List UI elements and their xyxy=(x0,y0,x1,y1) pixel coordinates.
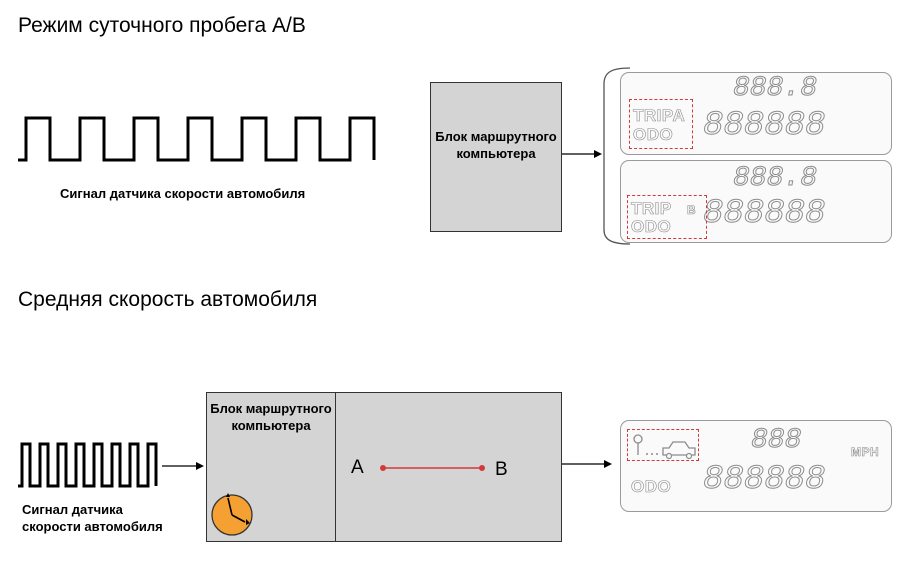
trip-computer-block-1-label: Блок маршрутного компьютера xyxy=(435,129,557,161)
section2-title: Средняя скорость автомобиля xyxy=(18,288,318,311)
point-a-label: A xyxy=(351,457,364,478)
average-speed-display: 888 MPH 888888 ODO xyxy=(620,420,892,512)
trip-a-label: TRIPA xyxy=(633,106,686,126)
trip-b-digits-bottom: 888888 xyxy=(702,195,826,234)
trip-b-digits-top: 888.8 xyxy=(732,163,818,195)
trip-b-highlight xyxy=(627,195,707,239)
trip-b-label: TRIP xyxy=(631,199,672,219)
trip-car-highlight xyxy=(627,429,699,461)
avg-odo-label: ODO xyxy=(631,477,672,497)
point-b-label: B xyxy=(495,459,508,480)
section1-signal-caption: Сигнал датчика скорости автомобиля xyxy=(60,186,306,201)
avg-speed-digits-bottom: 888888 xyxy=(702,461,826,500)
trip-car-icon xyxy=(633,434,696,460)
square-wave-2 xyxy=(18,442,158,488)
mph-label: MPH xyxy=(851,445,880,460)
trip-computer-block-2-label: Блок маршрутного компьютера xyxy=(210,401,332,433)
trip-a-digits-top: 888.8 xyxy=(732,73,818,105)
clock-icon xyxy=(211,493,253,536)
a-b-segment xyxy=(380,465,485,471)
trip-computer-block-1: Блок маршрутного компьютера xyxy=(430,82,562,232)
trip-b-display: 888.8 888888 TRIP B ODO xyxy=(620,160,892,243)
block-divider xyxy=(335,393,336,541)
trip-a-digits-bottom: 888888 xyxy=(702,107,826,146)
trip-a-highlight xyxy=(629,99,693,149)
trip-a-odo-label: ODO xyxy=(633,125,674,145)
square-wave-1 xyxy=(18,116,376,162)
avg-speed-digits-top: 888 xyxy=(750,425,802,457)
trip-b-odo-label: ODO xyxy=(631,217,672,237)
section1-title: Режим суточного пробега А/В xyxy=(18,14,306,37)
section2-signal-caption: Сигнал датчика скорости автомобиля xyxy=(22,502,163,534)
trip-a-display: 888.8 888888 TRIPA ODO xyxy=(620,72,892,155)
trip-b-b-label: B xyxy=(687,203,697,218)
